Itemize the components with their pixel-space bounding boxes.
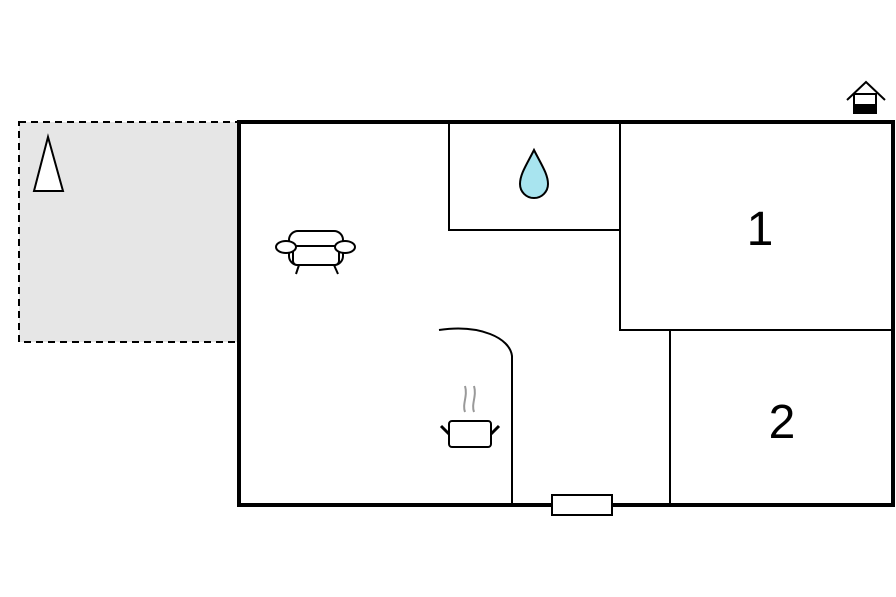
door-icon [551, 494, 613, 516]
sofa-icon [275, 230, 356, 275]
bathroom-walls [448, 122, 620, 231]
terrace-area [18, 121, 240, 343]
water-drop-icon [518, 147, 550, 199]
north-arrow-icon [32, 133, 65, 192]
kitchen-partition [438, 327, 513, 505]
bedroom-2-label: 2 [769, 396, 796, 449]
house-icon [846, 80, 886, 114]
cooking-pot-icon [439, 385, 501, 448]
bedroom-1-walls [619, 122, 893, 331]
bedroom-1-label: 1 [747, 203, 774, 256]
